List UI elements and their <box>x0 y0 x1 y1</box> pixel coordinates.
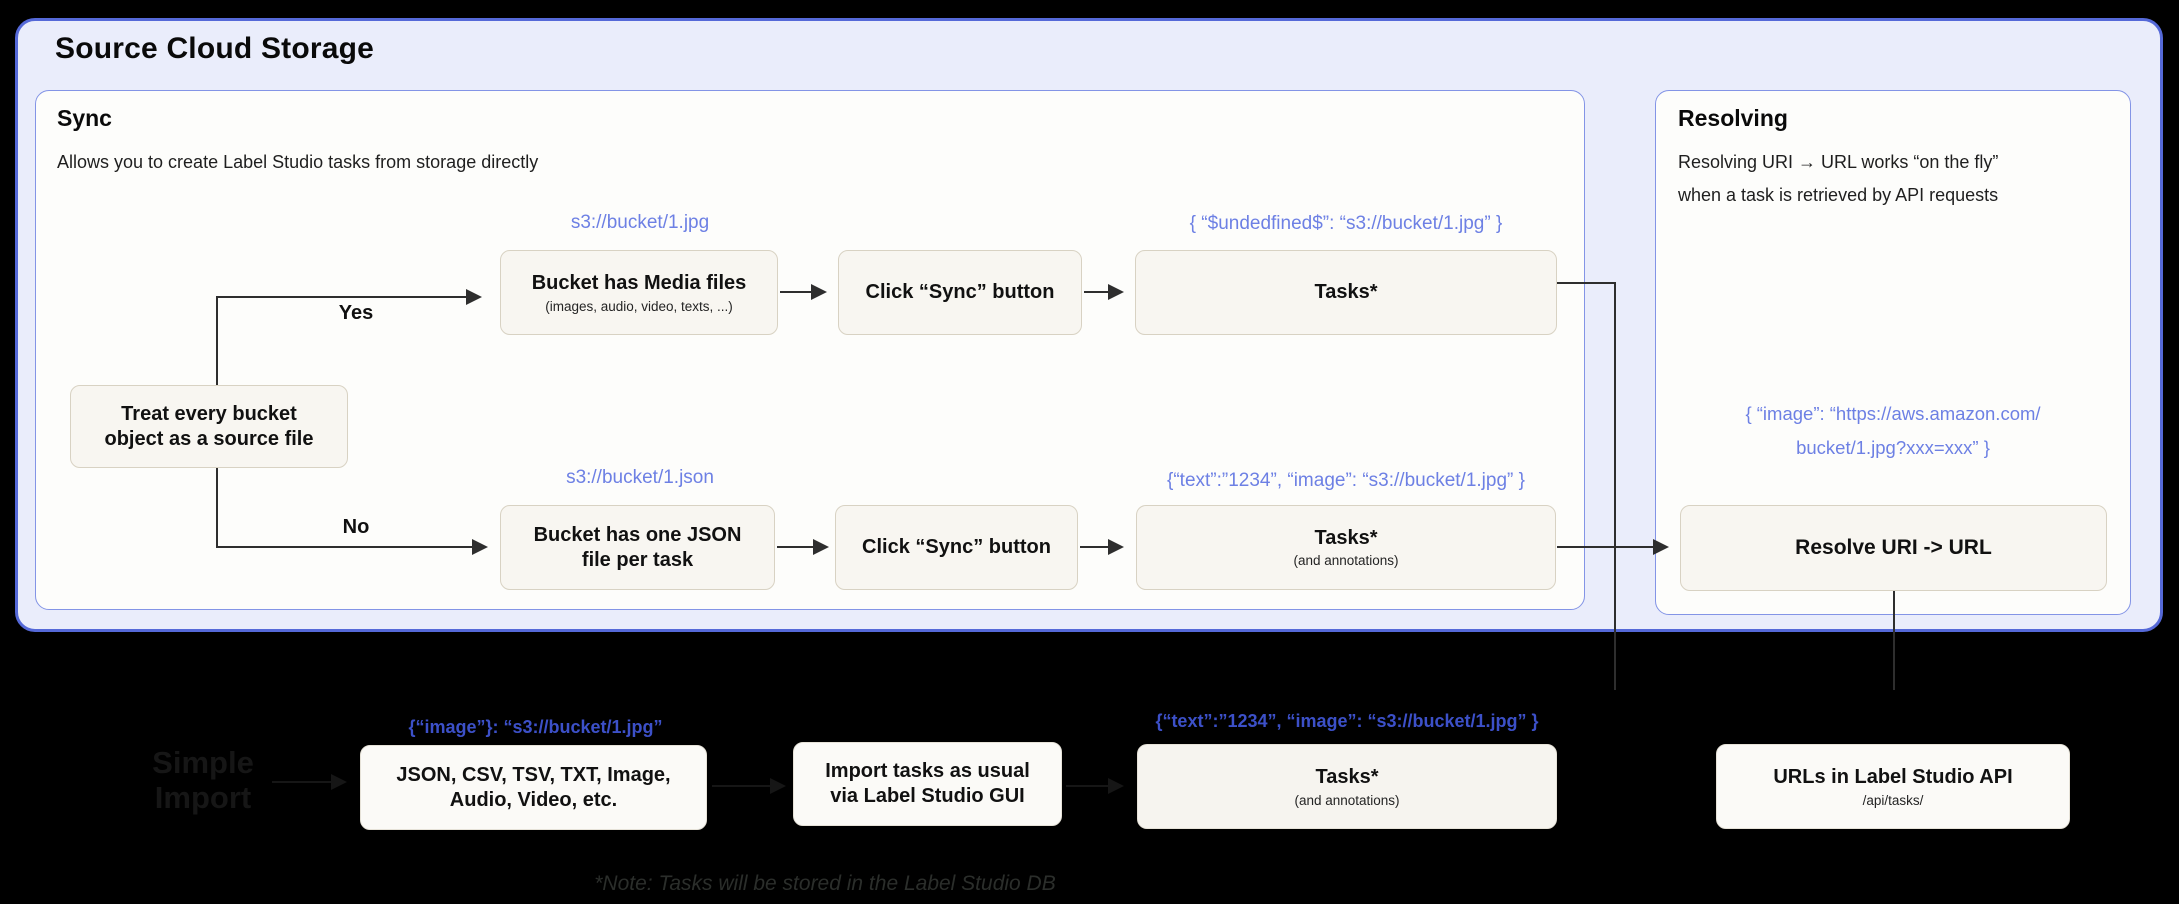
box-api-urls-label: URLs in Label Studio API <box>1773 766 2013 788</box>
node-click-sync-1: Click “Sync” button <box>838 250 1082 335</box>
dim-simple-import-line2: Import <box>154 780 252 815</box>
node-click-sync-2: Click “Sync” button <box>835 505 1078 590</box>
resolving-json-line1: { “image”: “https://aws.amazon.com/ <box>1745 403 2041 424</box>
node-decision-line1: Treat every bucket <box>121 402 297 425</box>
json-label-formats: {“image”}: “s3://bucket/1.jpg” <box>408 717 663 737</box>
resolving-description: Resolving URI → URL works “on the fly” w… <box>1678 146 2118 212</box>
box-import-gui-line2: via Label Studio GUI <box>830 785 1025 807</box>
json-label-tasks1: { “$undedfined$”: “s3://bucket/1.jpg” } <box>1189 213 1503 234</box>
yes-branch-label: Yes <box>338 302 374 324</box>
box-api-urls: URLs in Label Studio API /api/tasks/ <box>1716 744 2070 829</box>
dim-simple-import-line1: Simple <box>152 745 254 780</box>
node-tasks-1: Tasks* <box>1135 250 1557 335</box>
no-branch-label: No <box>342 516 370 538</box>
box-bottom-tasks: Tasks* (and annotations) <box>1137 744 1557 829</box>
resolving-json-line2: bucket/1.jpg?xxx=xxx” } <box>1796 437 1990 458</box>
box-bottom-tasks-label: Tasks* <box>1315 766 1379 788</box>
node-bucket-json-line2: file per task <box>581 548 694 571</box>
node-bucket-json: Bucket has one JSON file per task <box>500 505 775 590</box>
box-import-gui: Import tasks as usual via Label Studio G… <box>793 742 1062 826</box>
uri-label-jpg: s3://bucket/1.jpg <box>570 212 710 233</box>
note-text: *Note: Tasks will be stored in the Label… <box>594 872 1056 895</box>
sync-subtitle: Allows you to create Label Studio tasks … <box>57 152 539 172</box>
node-click-sync-1-label: Click “Sync” button <box>865 281 1055 303</box>
node-decision: Treat every bucket object as a source fi… <box>70 385 348 468</box>
box-api-urls-sub: /api/tasks/ <box>1862 793 1924 808</box>
node-tasks-1-label: Tasks* <box>1314 281 1378 303</box>
dim-simple-import-label: Simple Import <box>128 745 278 815</box>
node-click-sync-2-label: Click “Sync” button <box>862 536 1051 558</box>
resolving-json-label: { “image”: “https://aws.amazon.com/ buck… <box>1660 397 2126 465</box>
node-bucket-json-line1: Bucket has one JSON <box>533 523 742 546</box>
box-import-gui-line1: Import tasks as usual <box>825 760 1030 782</box>
node-tasks-2: Tasks* (and annotations) <box>1136 505 1556 590</box>
box-file-formats-line2: Audio, Video, etc. <box>449 788 618 811</box>
node-decision-line2: object as a source file <box>104 427 314 450</box>
node-bucket-media: Bucket has Media files (images, audio, v… <box>500 250 778 335</box>
resolving-heading: Resolving <box>1678 105 1788 131</box>
box-file-formats-line1: JSON, CSV, TSV, TXT, Image, <box>396 763 671 786</box>
node-resolve-uri: Resolve URI -> URL <box>1680 505 2107 591</box>
page-title: Source Cloud Storage <box>55 32 375 65</box>
node-bucket-media-title: Bucket has Media files <box>531 272 747 294</box>
node-bucket-media-sub: (images, audio, video, texts, ...) <box>545 299 733 314</box>
sync-heading: Sync <box>57 105 112 131</box>
node-resolve-uri-label: Resolve URI -> URL <box>1795 536 1992 559</box>
uri-label-json: s3://bucket/1.json <box>566 467 714 488</box>
node-tasks-2-label: Tasks* <box>1314 527 1378 549</box>
json-label-tasks2: {“text”:”1234”, “image”: “s3://bucket/1.… <box>1167 470 1525 491</box>
resolving-description-line2: when a task is retrieved by API requests <box>1678 185 1999 205</box>
box-bottom-tasks-sub: (and annotations) <box>1294 793 1400 808</box>
box-file-formats: JSON, CSV, TSV, TXT, Image, Audio, Video… <box>360 745 707 830</box>
node-tasks-2-sub: (and annotations) <box>1293 553 1399 568</box>
json-label-bottom-tasks: {“text”:”1234”, “image”: “s3://bucket/1.… <box>1155 711 1539 731</box>
resolving-description-line1: Resolving URI → URL works “on the fly” <box>1678 152 1999 172</box>
